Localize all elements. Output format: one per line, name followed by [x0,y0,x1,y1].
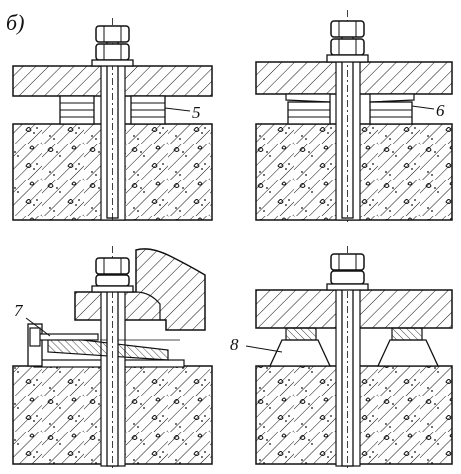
washer [326,283,369,291]
washer [91,285,134,293]
panel-bottom-right: 8 [230,246,453,470]
nut-lower [95,43,130,61]
callout-7: 7 [14,301,24,320]
callout-5: 5 [192,103,201,122]
part-label: б) [6,10,24,35]
panel-bottom-left: 7 [12,246,213,470]
wedge-left [285,327,317,341]
nut-upper [95,257,130,275]
jack-screw-head [29,327,41,347]
nut-upper [330,253,365,271]
nut-upper [95,25,130,43]
nut-lower [95,274,130,287]
callout-8: 8 [230,335,239,354]
nut-lower [330,270,365,285]
nut-lower [330,38,365,56]
jack-screw [37,333,99,341]
panel-top-right: 6 [255,10,453,222]
panel-top-left: 5 [12,18,213,222]
wedge-right [391,327,423,341]
wedge-left-upper [285,93,331,103]
wedge-right-upper [369,93,415,103]
support-pad-left [268,339,332,367]
support-pad-right [376,339,440,367]
shim-right [369,101,413,125]
nut-upper [330,20,365,38]
shim-left [287,101,331,125]
callout-6: 6 [436,101,445,120]
washer [326,54,369,63]
washer [91,59,134,67]
